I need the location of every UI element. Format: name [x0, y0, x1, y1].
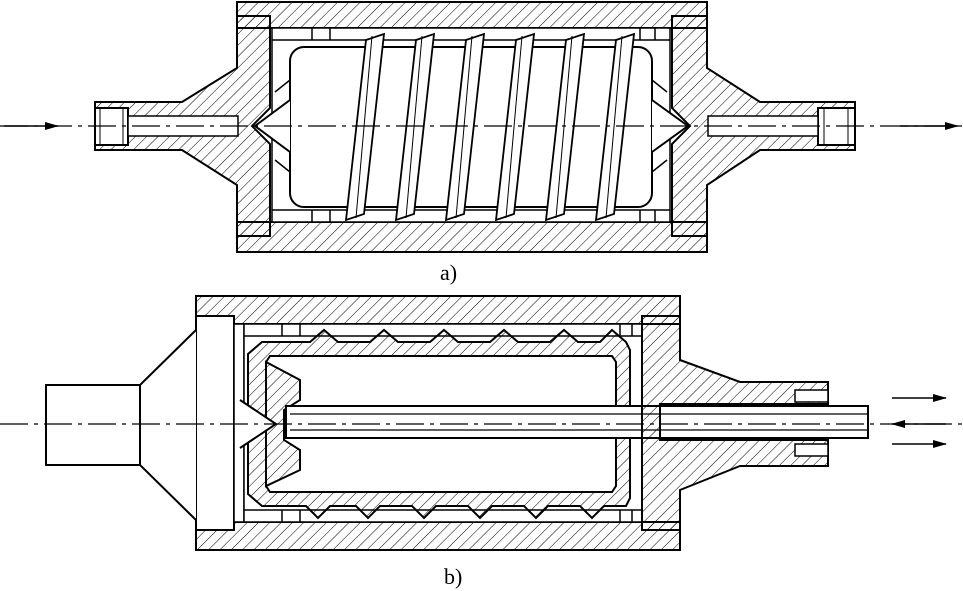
- housing-b-top-wall: [195, 295, 681, 325]
- figure-b-assembly: [0, 295, 963, 551]
- inlet-tube: [45, 384, 141, 466]
- housing-bottom-wall: [236, 221, 708, 253]
- caption-a: a): [440, 260, 458, 285]
- figure-a-assembly: [0, 1, 963, 253]
- right-end-cap-b: [641, 315, 829, 531]
- discharge-tube: [285, 405, 869, 439]
- housing-top-wall: [236, 1, 708, 29]
- helical-blades: [344, 32, 636, 222]
- inlet-funnel: [139, 329, 197, 521]
- left-plate-b: [195, 315, 235, 531]
- caption-b: b): [444, 564, 463, 589]
- housing-b-bottom-wall: [195, 521, 681, 551]
